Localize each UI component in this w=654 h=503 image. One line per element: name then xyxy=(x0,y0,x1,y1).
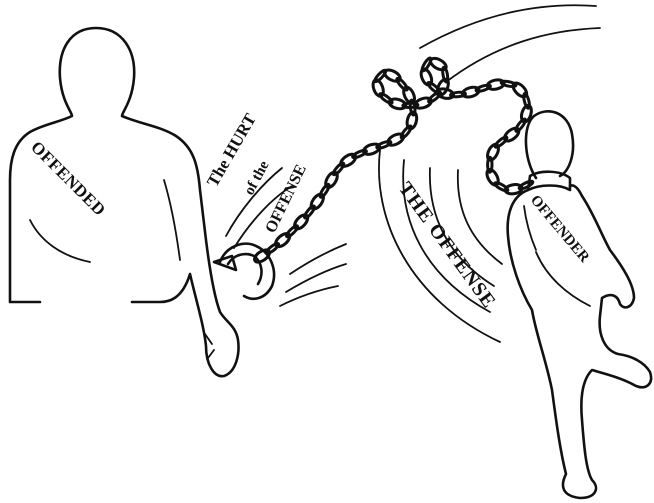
chain-link xyxy=(303,205,316,219)
chain-link xyxy=(400,125,413,139)
chain-link xyxy=(332,162,345,176)
offender-figure-icon xyxy=(508,111,651,498)
chain-link xyxy=(265,242,280,255)
neck-collar-icon xyxy=(528,172,570,190)
offended-label: OFFENDED xyxy=(27,137,109,219)
offended-figure-icon xyxy=(10,28,238,376)
chain-icon xyxy=(252,56,536,264)
chain-link xyxy=(514,118,527,133)
chain-link xyxy=(395,77,408,91)
motion-lines-icon xyxy=(226,5,600,342)
offense-label: THE OFFENSE xyxy=(394,178,500,313)
hurt-label-line2: of the xyxy=(241,158,272,198)
chain-link xyxy=(494,136,508,149)
chain-link xyxy=(285,224,299,238)
